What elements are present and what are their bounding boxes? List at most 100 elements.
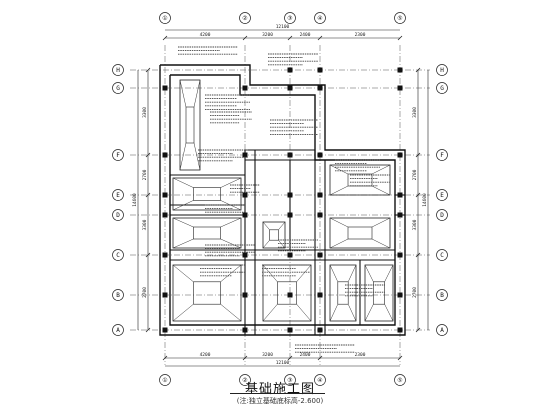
axis-bubble-left-label: D (116, 212, 120, 219)
column-mark (287, 67, 293, 73)
column-mark (242, 85, 248, 91)
axis-bubble-right-label: D (440, 212, 444, 219)
bottom-dim-label: 2400 (300, 352, 311, 358)
bottom-dim-label: 2300 (355, 352, 366, 358)
right-dim-label: 3300 (412, 219, 418, 230)
top-dim-label: 4200 (200, 32, 211, 38)
top-dim-label: 3200 (262, 32, 273, 38)
axis-bubble-right-label: G (440, 85, 444, 92)
axis-bubble-bottom-label: ① (162, 377, 167, 384)
right-dim-tick (415, 67, 421, 73)
footing-hip-line (262, 264, 278, 282)
top-dim-tick (287, 35, 293, 41)
footing-hip-line (193, 142, 201, 171)
axis-bubble-left-label: E (116, 192, 120, 199)
footing-hip-line (262, 304, 278, 322)
right-total-label: 14600 (422, 193, 428, 207)
column-mark (317, 192, 323, 198)
left-dim-label: 3300 (142, 219, 148, 230)
footing-hip-line (172, 264, 194, 282)
footing-outline (172, 177, 242, 211)
footing-hip-line (364, 304, 374, 322)
column-mark (287, 192, 293, 198)
axis-bubble-left (112, 249, 124, 261)
footing-hip-line (179, 79, 187, 108)
axis-bubble-bottom (394, 374, 406, 386)
footing-outline (179, 79, 201, 171)
right-dim-tick (415, 192, 421, 198)
footing-pedestal (373, 281, 385, 305)
axis-bubble-left (112, 149, 124, 161)
axis-bubble-top (284, 12, 296, 24)
axis-bubble-right (436, 324, 448, 336)
column-mark (397, 327, 403, 333)
column-mark (287, 327, 293, 333)
bottom-dim-label: 3200 (262, 352, 273, 358)
top-dim-label: 2400 (300, 32, 311, 38)
column-mark (162, 327, 168, 333)
axis-bubble-top (159, 12, 171, 24)
axis-bubble-right (436, 209, 448, 221)
footing-hip-line (329, 238, 349, 249)
top-dim-label: 2300 (355, 32, 366, 38)
footing-outline (262, 221, 286, 249)
column-mark (242, 192, 248, 198)
footing-hip-line (329, 264, 339, 282)
column-mark (162, 152, 168, 158)
column-mark (242, 252, 248, 258)
axis-bubble-bottom-label: ③ (287, 377, 292, 384)
foundation-beams (159, 64, 406, 336)
axis-bubble-bottom-label: ④ (317, 377, 322, 384)
left-dim-tick (145, 192, 151, 198)
axis-bubble-right (436, 82, 448, 94)
bottom-dim-label: 4200 (200, 352, 211, 358)
bottom-dim-tick (287, 355, 293, 361)
footing-hip-line (220, 264, 242, 282)
footing-pedestal (277, 281, 297, 305)
drawing-title: 基础施工图 (244, 382, 315, 397)
footing-hip-line (172, 177, 194, 188)
top-total-label: 12100 (276, 24, 290, 30)
left-dim-tick (145, 67, 151, 73)
footing-hip-line (371, 238, 391, 249)
left-dim-tick (145, 252, 151, 258)
axis-bubble-left-label: A (116, 327, 120, 334)
footing-hip-line (172, 200, 194, 211)
column-mark (162, 252, 168, 258)
right-dim-tick (415, 152, 421, 158)
footing-hip-line (220, 177, 242, 188)
column-mark (397, 192, 403, 198)
footing-hip-line (371, 185, 391, 196)
top-dim-tick (162, 35, 168, 41)
left-total-label: 14600 (132, 193, 138, 207)
top-dim-tick (397, 35, 403, 41)
column-mark (397, 292, 403, 298)
axis-bubble-top-label: ③ (287, 15, 292, 22)
footing-hip-line (384, 304, 394, 322)
column-mark (317, 292, 323, 298)
footing-hip-line (220, 304, 242, 322)
footing-pedestal (193, 226, 221, 240)
column-mark (287, 292, 293, 298)
axis-bubble-right (436, 64, 448, 76)
footing-hip-line (296, 304, 312, 322)
footing-outline (262, 264, 312, 322)
axis-bubble-bottom (159, 374, 171, 386)
axis-bubble-right-label: H (440, 67, 444, 74)
footing-hip-line (172, 238, 194, 249)
axis-bubble-left (112, 82, 124, 94)
footing-pedestal (347, 226, 373, 240)
axis-bubble-right (436, 249, 448, 261)
column-mark (242, 327, 248, 333)
column-mark (287, 212, 293, 218)
axis-bubble-left (112, 324, 124, 336)
axis-bubble-left-label: H (116, 67, 120, 74)
bottom-dim-tick (242, 355, 248, 361)
column-mark (317, 212, 323, 218)
axis-bubble-bottom-label: ② (242, 377, 247, 384)
right-dim-label: 2700 (412, 287, 418, 298)
axis-bubble-top-label: ② (242, 15, 247, 22)
axis-bubble-right-label: C (440, 252, 444, 259)
column-mark (162, 212, 168, 218)
